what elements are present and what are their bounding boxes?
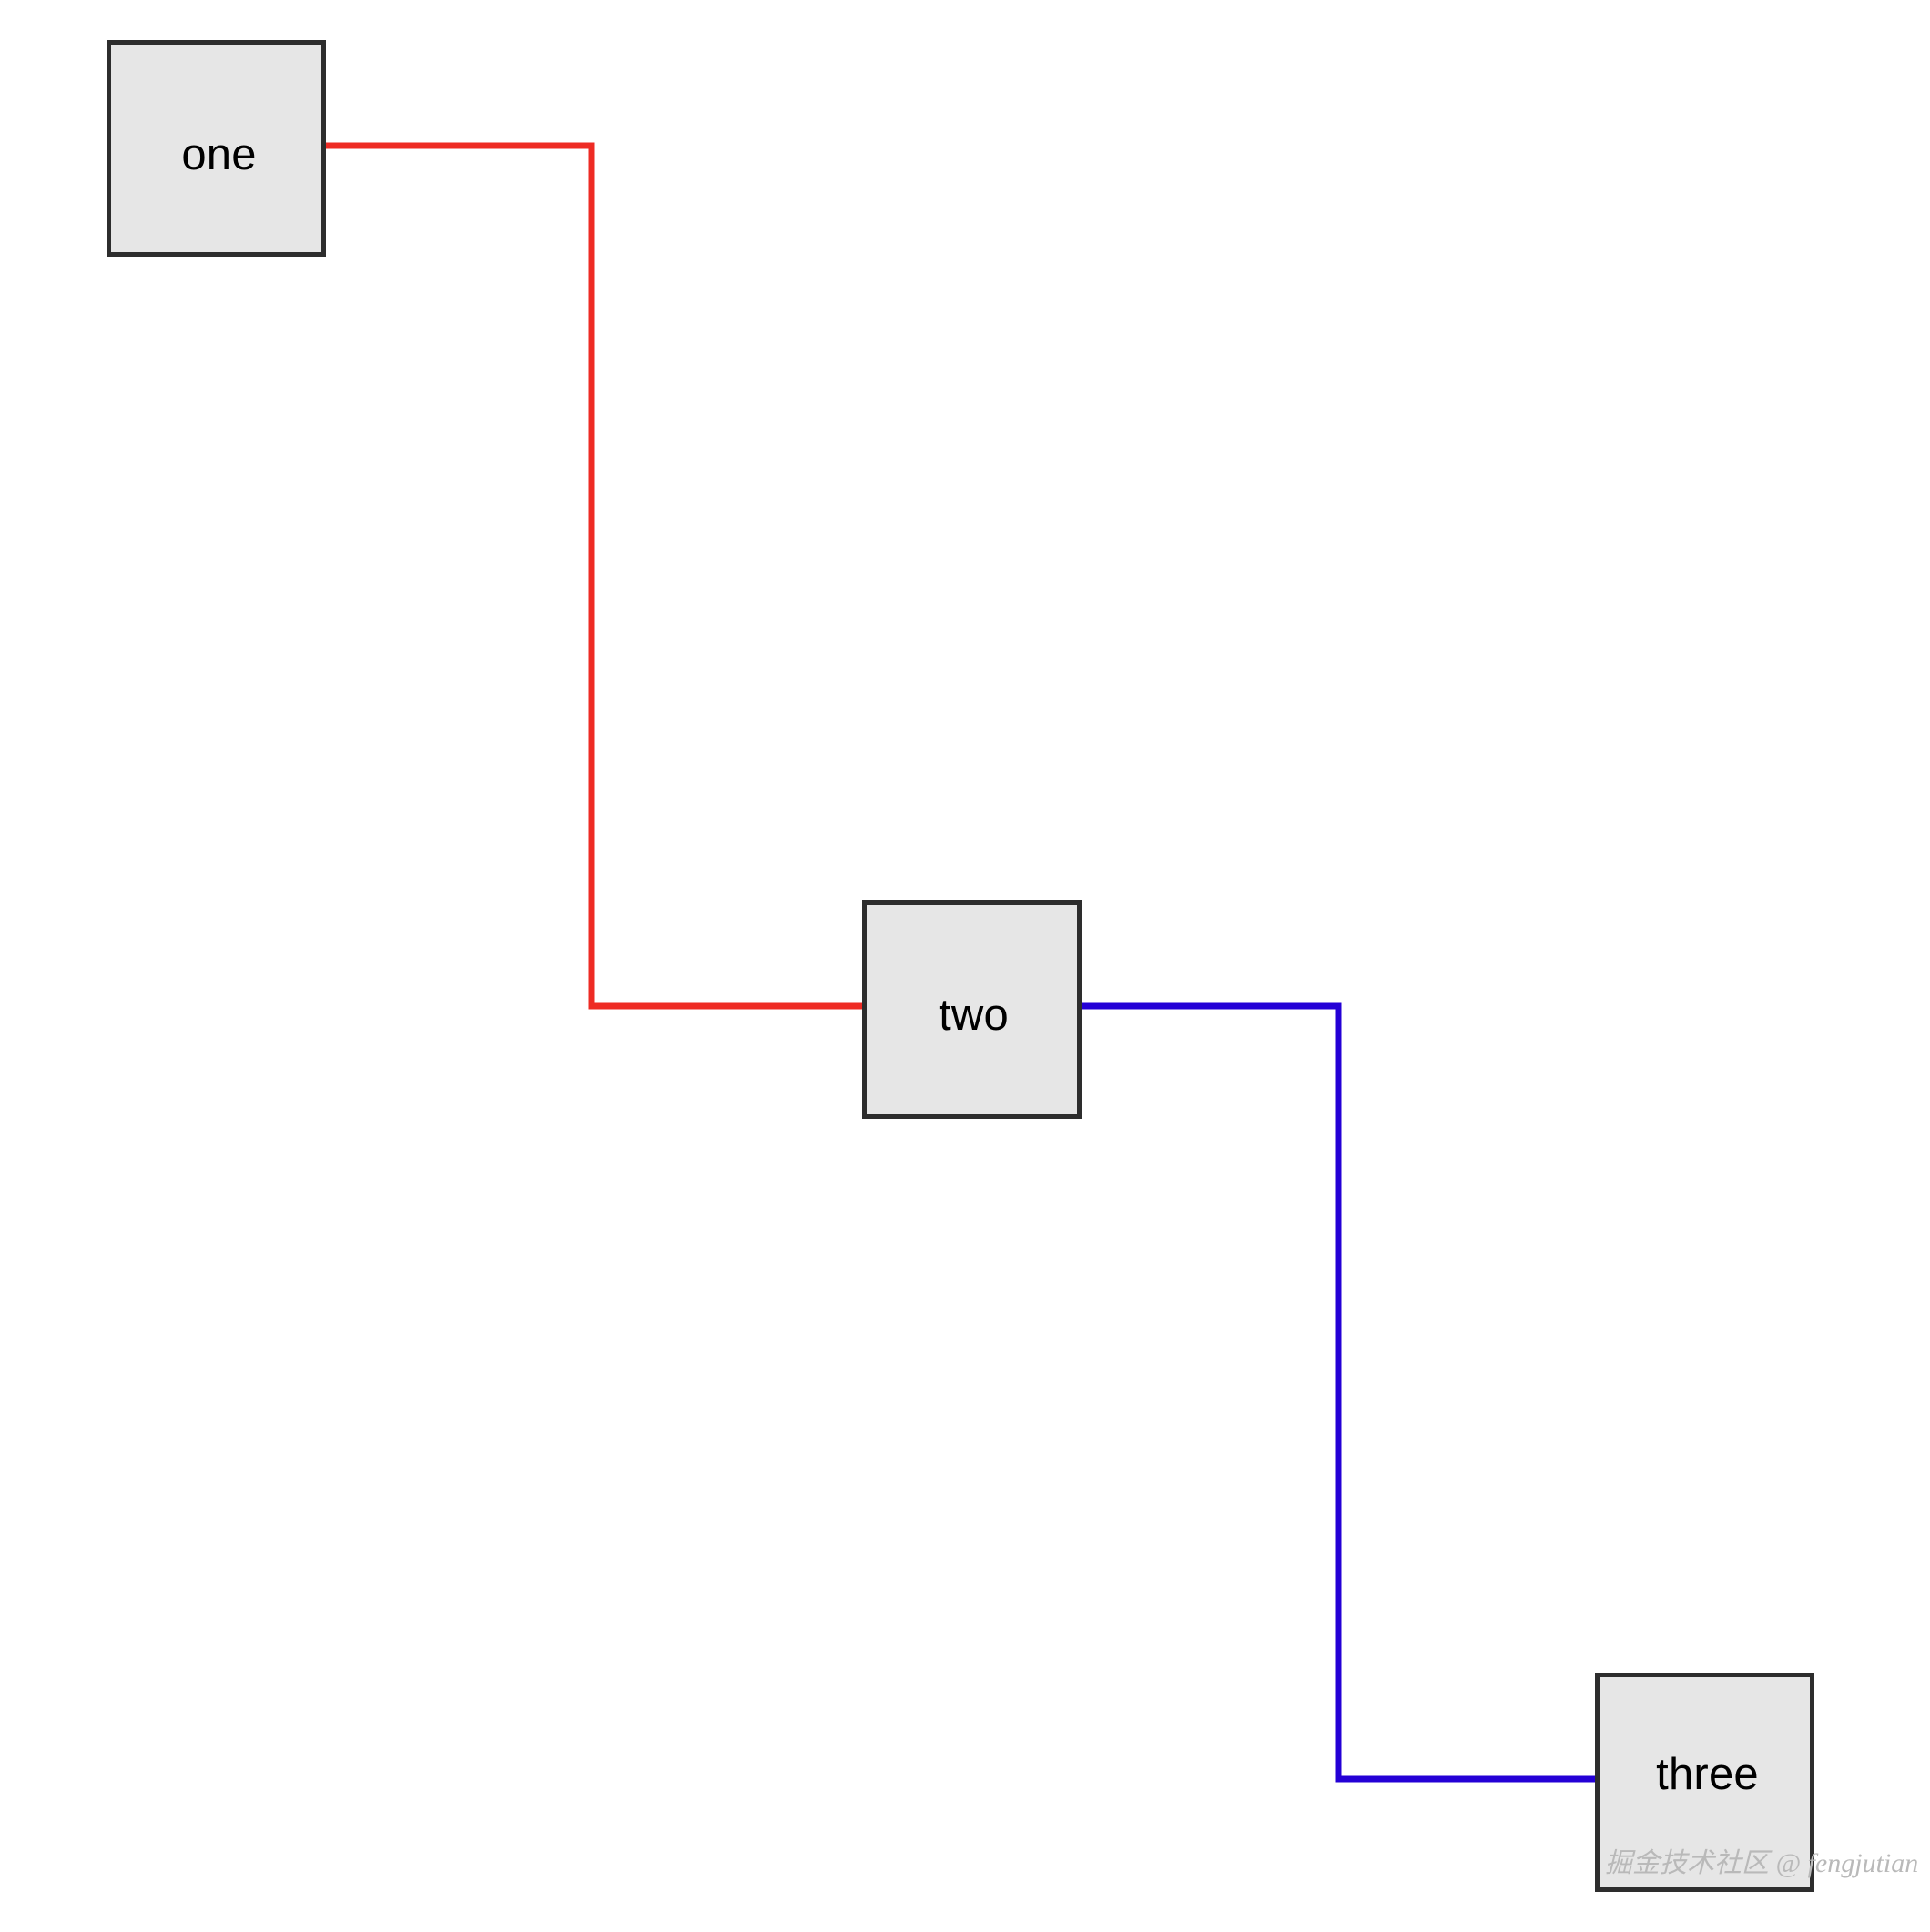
node-one[interactable]: one: [107, 40, 326, 257]
node-three[interactable]: three: [1595, 1673, 1814, 1892]
edge-one-to-two[interactable]: [326, 142, 862, 1010]
node-two-label: two: [939, 990, 1009, 1040]
watermark: 掘金技术社区 @ fengjutian: [1605, 1848, 1919, 1878]
node-one-label: one: [181, 129, 257, 179]
edge-two-to-three[interactable]: [1082, 1002, 1595, 1783]
node-two[interactable]: two: [862, 900, 1082, 1119]
node-three-label: three: [1656, 1750, 1759, 1799]
